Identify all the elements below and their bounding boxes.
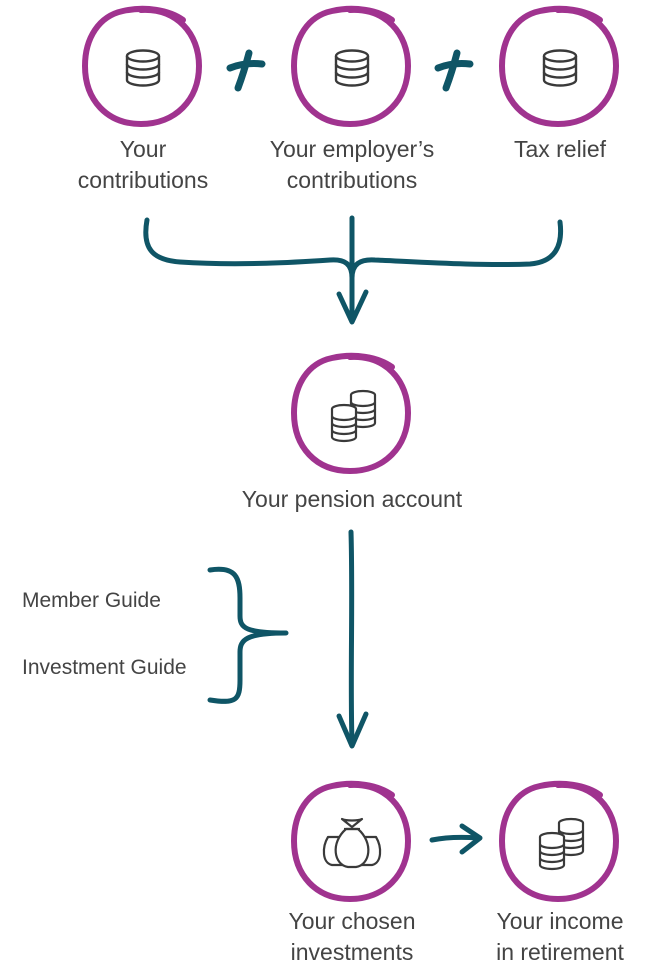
tax-relief-label: Tax relief [470, 134, 650, 165]
investment-guide-label: Investment Guide [22, 656, 187, 679]
your-contributions-node [85, 9, 199, 124]
investments-to-income-arrow [429, 823, 483, 855]
your-contributions-line1: Your [119, 136, 167, 162]
database-icon [334, 49, 370, 87]
your-contributions-label: Your contributions [43, 134, 243, 196]
member-guide-label: Member Guide [22, 589, 161, 612]
merge-brace-connector [143, 215, 564, 325]
pension-account-node [294, 356, 408, 471]
employer-contributions-line1: Your employer’s [269, 136, 435, 162]
employer-contributions-node [294, 9, 408, 124]
database-icon [125, 49, 161, 87]
chosen-investments-line1: Your chosen [288, 908, 416, 934]
plus-icon [434, 49, 474, 92]
guides-brace [207, 566, 289, 704]
plus-icon [226, 49, 266, 92]
income-in-retirement-node [502, 784, 616, 899]
employer-contributions-label: Your employer’s contributions [242, 134, 462, 196]
chosen-investments-line2: investments [290, 939, 414, 965]
coin-stacks-icon [332, 391, 375, 441]
your-contributions-line2: contributions [77, 167, 209, 193]
coin-stacks-icon [540, 819, 583, 869]
tax-relief-node [502, 9, 616, 124]
employer-contributions-line2: contributions [286, 167, 418, 193]
pension-to-investments-arrow [336, 529, 369, 749]
chosen-investments-label: Your chosen investments [252, 906, 452, 968]
money-bags-icon [322, 817, 382, 869]
income-line2: in retirement [496, 939, 624, 965]
tax-relief-line1: Tax relief [513, 136, 607, 162]
income-line1: Your income [496, 908, 624, 934]
pension-account-text: Your pension account [241, 486, 463, 512]
database-icon [542, 49, 578, 87]
chosen-investments-node [294, 784, 408, 899]
income-in-retirement-label: Your income in retirement [470, 906, 650, 968]
pension-account-label: Your pension account [192, 484, 512, 515]
